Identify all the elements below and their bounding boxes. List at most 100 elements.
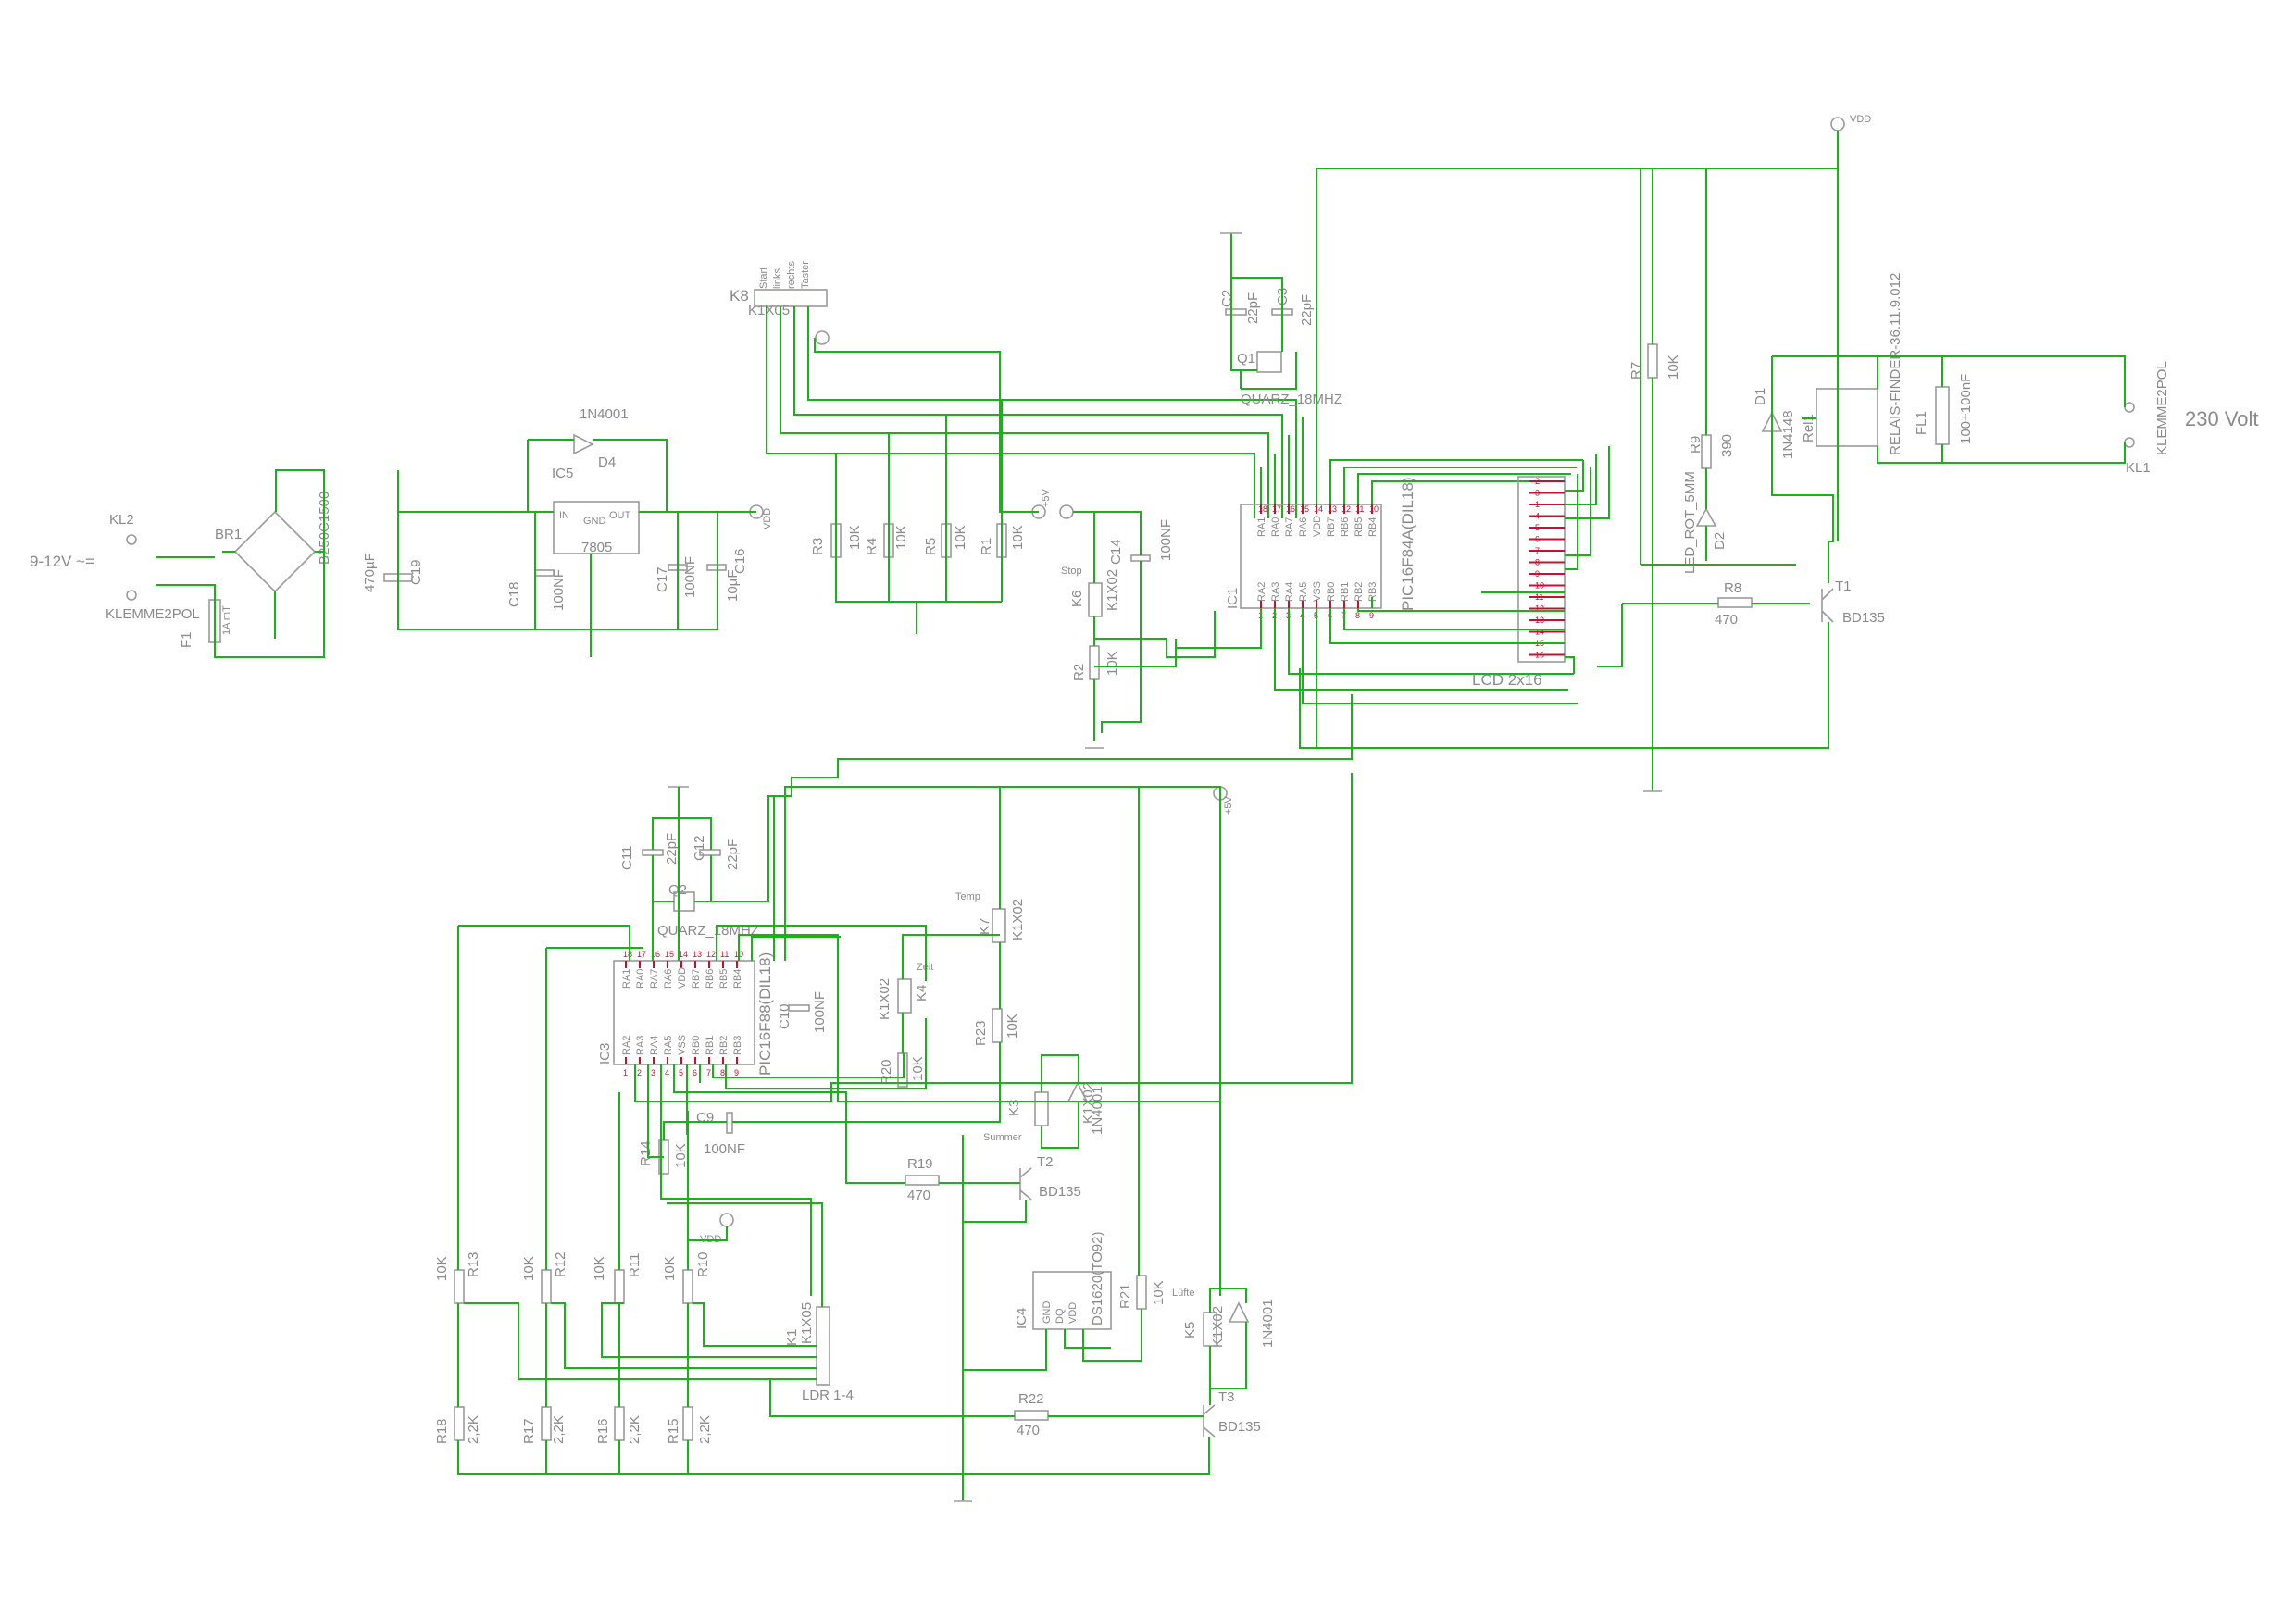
f1-label: F1 (179, 631, 194, 648)
t2-value: BD135 (1039, 1184, 1081, 1200)
ic3-pin-17-number: 17 (637, 950, 646, 959)
regulator-ic5 (553, 501, 640, 554)
plus5v-label-buttons: +5V (1041, 488, 1052, 507)
d4-value: 1N4001 (580, 406, 629, 422)
q2-value: QUARZ_18MHZ (657, 923, 759, 939)
ic3-pin-2-number: 2 (637, 1068, 642, 1077)
t1-value: BD135 (1842, 610, 1885, 626)
ic1-pin-4-name: RA5 (1298, 582, 1309, 602)
ic5-value: 7805 (581, 540, 612, 555)
plus5v-symbol-k8 (815, 330, 830, 345)
br1-label: BR1 (215, 527, 242, 542)
ic1-pin-17-name: RA0 (1270, 517, 1281, 537)
transistor-t1 (1821, 588, 1834, 623)
lcd-label: LCD 2x16 (1472, 671, 1542, 689)
r15-label: R15 (666, 1418, 681, 1444)
relay-rel1 (1816, 388, 1878, 447)
capacitor-c14 (1130, 554, 1151, 562)
ic5-gnd-label: GND (583, 516, 606, 527)
ic1-pin-7-name: RB1 (1340, 582, 1351, 602)
resistor-r7 (1647, 343, 1658, 379)
r7-value: 10K (1666, 355, 1681, 380)
resistor-r11 (614, 1269, 625, 1304)
ic4-pin-vdd: VDD (1067, 1302, 1079, 1324)
r13-label: R13 (466, 1251, 481, 1277)
resistor-r19 (905, 1175, 940, 1186)
q1-label: Q1 (1237, 351, 1255, 367)
ic3-pin-18-number: 18 (623, 950, 632, 959)
c14-value: 100NF (1158, 519, 1174, 561)
r3-value: 10K (847, 525, 863, 550)
lcd-pin-8-number: 8 (1535, 558, 1540, 567)
mains-label: 230 Volt (2185, 407, 2259, 430)
r18-value: 2,2K (466, 1415, 481, 1444)
resistor-r2 (1089, 645, 1100, 680)
ic1-type: PIC16F84A(DIL18) (1399, 477, 1416, 611)
microcontroller-ic3 (613, 960, 755, 1065)
k5-label: K5 (1182, 1322, 1198, 1338)
button-connector-section: K8 K1X05 Start links rechts Taster R3 10… (730, 261, 1297, 634)
r9-label: R9 (1688, 436, 1703, 454)
ic5-label: IC5 (552, 466, 573, 481)
r12-label: R12 (553, 1251, 568, 1277)
filter-fl1 (1935, 386, 1950, 445)
transistor-t3 (1203, 1404, 1216, 1438)
k4-label: K4 (914, 985, 930, 1002)
ic1-pin-10-name: RB4 (1367, 517, 1379, 537)
diode-d4 (573, 433, 594, 455)
kl1-value: KLEMME2POL (2154, 361, 2170, 455)
lcd-pin-9-number: 9 (1535, 569, 1540, 579)
r23-label: R23 (973, 1020, 989, 1046)
r8-value: 470 (1715, 612, 1738, 628)
c11-label: C11 (619, 846, 635, 870)
ic3-pin-12-name: RB6 (705, 969, 716, 989)
kl1-label: KL1 (2126, 460, 2151, 476)
ic1-pin-14-name: VDD (1312, 516, 1323, 537)
k5-value: K1X02 (1210, 1306, 1226, 1348)
ic1-pin-14-number: 14 (1314, 504, 1323, 514)
bridge-rectifier-br1 (233, 510, 317, 593)
r16-value: 2,2K (627, 1415, 643, 1444)
ic1-top-pins: RA118RA017RA716RA615VDD14RB713RB612RB511… (1256, 504, 1379, 537)
k8-pin-taster: Taster (800, 261, 811, 289)
ic4-pin-dq: DQ (1054, 1308, 1066, 1324)
resistor-r8 (1717, 597, 1753, 608)
c12-value: 22pF (725, 839, 741, 870)
ic3-pin-16-name: RA7 (649, 969, 660, 989)
c16-value: 10µF (725, 570, 741, 603)
r3-label: R3 (810, 538, 826, 555)
t3-label: T3 (1218, 1389, 1235, 1405)
r2-label: R2 (1071, 664, 1087, 681)
ic1-pin-9-name: RB3 (1367, 582, 1379, 602)
relay-value: RELAIS-FINDER-36.11.9.012 (1888, 273, 1903, 455)
lower-circuit-section: C10 100NF C9 100NF +5V Temp K7 K1X02 Zei… (434, 773, 1353, 1502)
crystal-1-section: C2 22pF C3 22pF Q1 QUARZ_18MHZ (1219, 232, 1342, 407)
ic3-pin-12-number: 12 (706, 950, 716, 959)
ic1-pin-15-name: RA6 (1298, 517, 1309, 537)
r17-value: 2,2K (551, 1415, 567, 1444)
ic4-value: DS1620(TO92) (1090, 1232, 1105, 1326)
ic3-pin-10-name: RB4 (732, 969, 743, 989)
ldr-label: LDR 1-4 (802, 1388, 854, 1403)
connector-k6 (1088, 582, 1103, 617)
ic3-pin-3-name: RA4 (649, 1036, 660, 1055)
ic3-section: IC3 PIC16F88(DIL18) RA118RA017RA716RA615… (597, 950, 774, 1077)
resistor-r18 (454, 1406, 465, 1441)
rel1-label: Rel1 (1801, 414, 1816, 442)
resistor-r13 (454, 1269, 465, 1304)
ic3-pin-16-number: 16 (651, 950, 660, 959)
crystal-q1 (1256, 351, 1282, 373)
r17-label: R17 (521, 1418, 537, 1444)
ic3-pin-5-name: VSS (677, 1035, 688, 1055)
kl1-terminal-2 (2124, 437, 2135, 448)
ic3-pin-18-name: RA1 (621, 969, 632, 989)
c11-value: 22pF (664, 833, 680, 865)
lcd-pin-14-number: 14 (1535, 628, 1544, 637)
r20-value: 10K (910, 1056, 926, 1081)
fl1-value: 100+100nF (1958, 374, 1974, 444)
plus5v-symbol-stop (1059, 504, 1074, 519)
connector-k7 (992, 908, 1006, 943)
k8-pin-start: Start (758, 268, 769, 289)
capacitor-c9 (726, 1112, 733, 1134)
